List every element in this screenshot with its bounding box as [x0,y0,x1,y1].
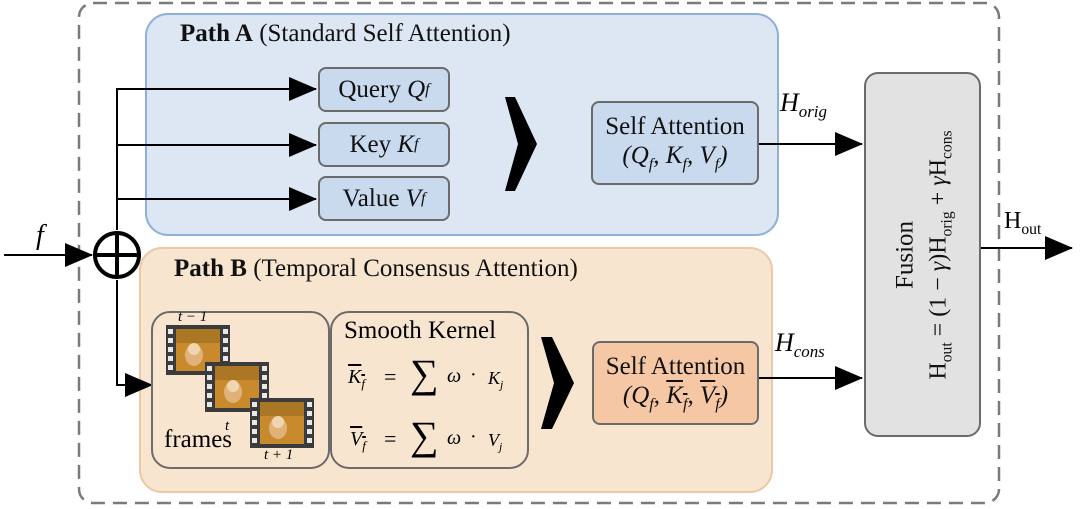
value-sub: f [420,189,426,207]
h-orig-label: Horig [780,88,827,122]
h-cons-sub: cons [793,342,825,362]
self-attention-b-box: Self Attention (Qf, Kf, Vf) [592,341,759,425]
frame-t-minus-1-label: t − 1 [178,309,208,325]
fusion-box: Fusion Hout = (1 − γ)Horig + γHcons [864,72,981,437]
h-orig-symbol: H [780,88,799,117]
h-orig-sub: orig [798,102,827,122]
query-label: Query [338,75,401,103]
thick-arrow-icon [505,97,537,191]
h-out-label: Hout [1004,208,1041,239]
k-bar-symbol: Kf [348,366,365,391]
k-dot: · [470,364,477,386]
k-sum-sign: ∑ [410,351,439,396]
fusion-label: Fusion [891,220,919,289]
input-feature-label: f [36,220,44,251]
v-bar-symbol: Vf [350,428,366,453]
v-sum-sign: ∑ [410,413,439,458]
fusion-formula: Hout = (1 − γ)Horig + γHcons [924,129,955,380]
k-omega: ω [447,365,462,387]
h-cons-label: Hcons [775,328,825,362]
query-sub: f [425,80,430,98]
plus-circle-icon [93,231,141,279]
thick-arrow-icon [541,337,574,429]
h-cons-symbol: H [775,328,794,357]
path-a-title: Path A (Standard Self Attention) [180,20,511,48]
value-label: Value [342,184,400,212]
self-attention-b-label: Self Attention [605,352,746,380]
v-bar-equals: = [384,426,397,451]
film-frame-icon [250,398,314,448]
frame-t-plus-1-label: t + 1 [264,447,294,463]
k-bar-equals: = [384,364,397,389]
self-attention-a-args: (Qf, Kf, Vf) [622,141,728,173]
path-a-title-bold: Path A [180,20,253,47]
key-label: Key [349,130,392,158]
v-bar-equation: Vf = ∑ ω · Vj [348,413,518,464]
self-attention-a-label: Self Attention [605,112,745,140]
key-sub: f [414,135,419,153]
path-a-title-rest: (Standard Self Attention) [259,20,511,47]
v-j-symbol: Vj [488,430,503,454]
fusion-text-rotated: Fusion Hout = (1 − γ)Horig + γHcons [888,130,957,379]
self-attention-a-box: Self Attention (Qf, Kf, Vf) [591,101,759,185]
k-j-symbol: Kj [488,368,504,392]
v-dot: · [470,426,477,448]
frames-label: frames [164,426,233,453]
query-symbol: Q [407,75,426,103]
h-out-symbol: H [1004,208,1022,234]
key-symbol: K [397,130,415,158]
value-symbol: V [405,184,421,212]
frame-t-label: t [225,418,230,434]
path-b-title-bold: Path B [174,255,247,282]
h-out-sub: out [1021,220,1042,238]
v-omega: ω [447,427,462,449]
path-b-title: Path B (Temporal Consensus Attention) [174,255,578,283]
smooth-kernel-panel [330,311,529,469]
self-attention-b-args: (Qf, Kf, Vf) [622,381,729,413]
k-bar-equation: Kf = ∑ ω · Kj [348,351,518,402]
smooth-kernel-label: Smooth Kernel [344,317,497,344]
path-b-title-rest: (Temporal Consensus Attention) [253,255,578,282]
